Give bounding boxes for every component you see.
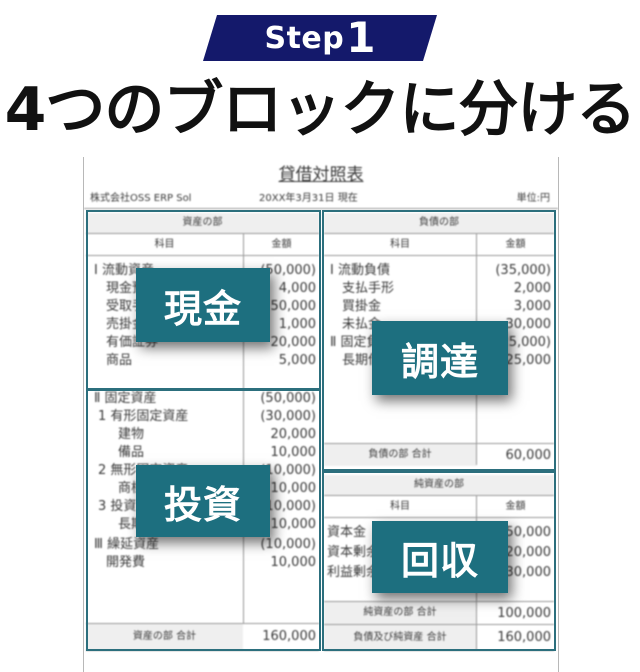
assets-total-label: 資産の部 合計: [132, 631, 197, 642]
liabilities-total-label: 負債の部 合計: [368, 449, 432, 460]
step-number: 1: [346, 13, 376, 62]
assets-amount: (10,000): [260, 463, 316, 478]
investment-tag: 投資: [136, 465, 270, 537]
liabilities-item: 買掛金: [342, 299, 382, 314]
step-banner: Step 1: [203, 15, 437, 61]
liabilities-col-amount: 金額: [505, 239, 526, 250]
assets-item: 備品: [118, 445, 145, 460]
net-assets-amount: 20,000: [505, 545, 552, 560]
assets-item: 商品: [106, 353, 133, 368]
assets-amount: (50,000): [260, 263, 316, 278]
sheet-company: 株式会社OSS ERP Sol: [90, 193, 192, 204]
page-title: 4つのブロックに分ける: [4, 75, 637, 145]
balance-sheet: 貸借対照表 株式会社OSS ERP Sol 20XX年3月31日 現在 単位:円…: [83, 157, 559, 672]
investment-block-outline: [86, 389, 321, 651]
grand-total-label: 負債及び純資産 合計: [353, 632, 447, 643]
sheet-unit: 単位:円: [516, 193, 550, 204]
assets-amount: 10,000: [270, 517, 317, 532]
liabilities-amount: 3,000: [513, 299, 551, 314]
net-assets-col-item: 科目: [390, 501, 410, 512]
net-assets-item: 資本金: [327, 525, 367, 540]
liabilities-item: 未払金: [342, 317, 382, 332]
net-assets-section-title: 純資産の部: [414, 479, 464, 490]
assets-amount: (10,000): [260, 499, 316, 514]
funding-block-outline: [322, 210, 556, 471]
liabilities-total-amount: 60,000: [505, 448, 552, 463]
assets-col-amount: 金額: [271, 239, 292, 250]
assets-item: Ⅲ 繰延資産: [94, 537, 160, 552]
assets-total-amount: 160,000: [262, 629, 316, 644]
funding-tag: 調達: [372, 321, 508, 395]
assets-amount: 5,000: [278, 353, 316, 368]
assets-amount: 50,000: [270, 299, 317, 314]
recovery-block-outline: [322, 471, 556, 651]
assets-item: 売掛金: [106, 317, 146, 332]
liabilities-col-item: 科目: [390, 239, 410, 250]
net-assets-total-label: 純資産の部 合計: [363, 607, 437, 618]
sheet-date: 20XX年3月31日 現在: [259, 193, 358, 204]
assets-item: Ⅱ 固定資産: [94, 391, 157, 406]
net-assets-total-amount: 100,000: [497, 606, 551, 621]
assets-amount: 10,000: [270, 481, 317, 496]
assets-section-title: 資産の部: [182, 217, 223, 228]
liabilities-amount: (35,000): [495, 263, 551, 278]
assets-amount: 10,000: [270, 445, 317, 460]
sheet-title: 貸借対照表: [278, 165, 364, 185]
net-assets-amount: 50,000: [505, 525, 552, 540]
assets-amount: (50,000): [260, 391, 316, 406]
net-assets-amount: 30,000: [505, 565, 552, 580]
liabilities-item: 支払手形: [342, 281, 395, 296]
assets-amount: 4,000: [278, 281, 316, 296]
assets-amount: (30,000): [260, 409, 316, 424]
liabilities-amount: 2,000: [513, 281, 551, 296]
assets-item: 建物: [118, 427, 145, 442]
net-assets-col-amount: 金額: [505, 501, 526, 512]
grand-total-amount: 160,000: [497, 630, 551, 645]
assets-amount: 20,000: [270, 427, 317, 442]
assets-amount: 10,000: [270, 555, 317, 570]
assets-amount: 20,000: [270, 335, 317, 350]
liabilities-item: Ⅰ 流動負債: [330, 263, 390, 278]
step-label: Step: [264, 20, 345, 56]
liabilities-section-title: 負債の部: [419, 217, 459, 228]
cash-tag: 現金: [136, 268, 270, 342]
liabilities-amount: (25,000): [495, 335, 551, 350]
assets-item: 開発費: [106, 555, 146, 570]
assets-item: 1 有形固定資産: [98, 409, 189, 424]
liabilities-amount: 30,000: [505, 317, 552, 332]
assets-amount: (10,000): [260, 537, 316, 552]
assets-col-item: 科目: [154, 239, 175, 250]
recovery-tag: 回収: [372, 521, 508, 593]
liabilities-amount: 25,000: [505, 353, 552, 368]
assets-amount: 1,000: [278, 317, 316, 332]
